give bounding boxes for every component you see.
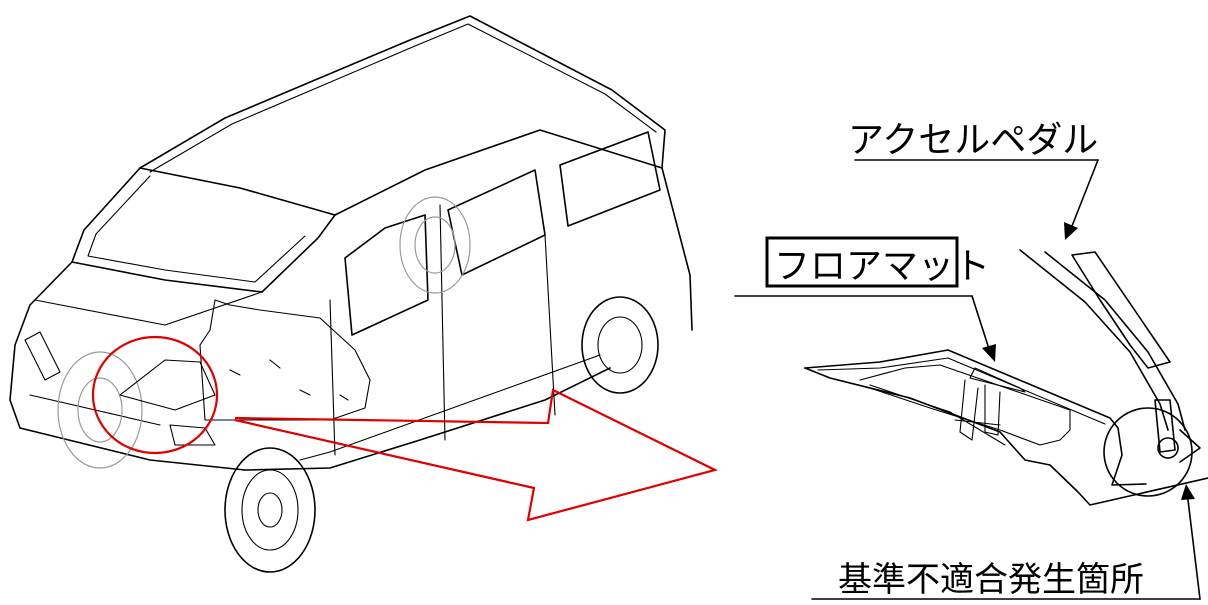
floor-cross-section xyxy=(804,249,1208,506)
highlight-circle xyxy=(91,335,219,455)
label-floor-mat: フロアマット xyxy=(734,236,996,362)
label-nonconformity-location: 基準不適合発生箇所 xyxy=(811,484,1201,600)
zoom-arrow xyxy=(234,388,719,522)
label-accelerator-pedal: アクセルペダル xyxy=(848,120,1099,240)
floor-mat-label: フロアマット xyxy=(774,246,990,287)
accelerator-pedal-label: アクセルペダル xyxy=(848,120,1098,161)
nonconformity-location-label: 基準不適合発生箇所 xyxy=(838,560,1144,600)
van-illustration xyxy=(9,15,693,573)
